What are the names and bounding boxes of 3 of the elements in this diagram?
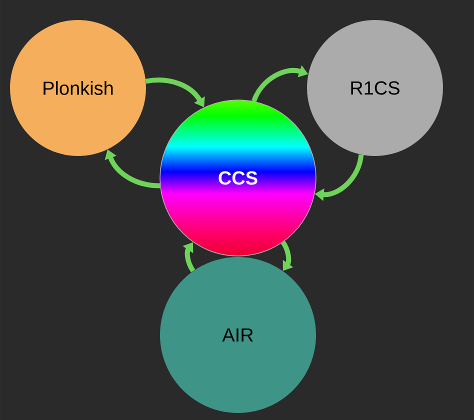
circle-node: Plonkish	[10, 20, 146, 156]
circle-node: AIR	[160, 256, 316, 413]
circle-node: R1CS	[307, 20, 443, 156]
